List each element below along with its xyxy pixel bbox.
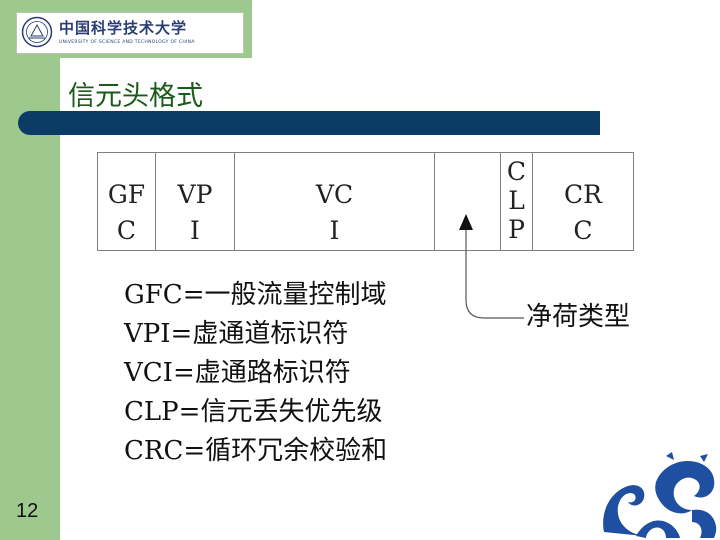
definition-item: CLP=信元丢失优先级 (124, 397, 383, 427)
definition-item: VCI=虚通路标识符 (124, 358, 351, 388)
field-clp: C L P (501, 153, 533, 250)
field-payload-type (435, 153, 501, 250)
field-line: VC (315, 180, 354, 209)
title-underline-bar (18, 111, 600, 135)
field-line: CR (564, 180, 602, 209)
field-line: L (508, 186, 525, 215)
cell-header-diagram: GF C VP I VC I C L P CR C (97, 152, 634, 251)
definition-item: VPI=虚通道标识符 (124, 319, 349, 349)
university-name-cn: 中国科学技术大学 (59, 19, 188, 37)
field-line: C (506, 157, 527, 186)
page-number: 12 (16, 500, 39, 522)
field-line: C (573, 216, 593, 245)
field-vci: VC I (235, 153, 435, 250)
field-line: I (329, 216, 340, 245)
definition-list: GFC=一般流量控制域 VPI=虚通道标识符 VCI=虚通路标识符 CLP=信元… (124, 276, 387, 471)
field-vpi: VP I (156, 153, 235, 250)
definition-item: CRC=循环冗余校验和 (124, 436, 388, 466)
university-name-en: UNIVERSITY OF SCIENCE AND TECHNOLOGY OF … (59, 40, 195, 45)
field-line: GF (107, 180, 146, 209)
field-line: C (116, 216, 137, 245)
field-line: VP (177, 180, 213, 209)
field-line: I (190, 216, 200, 245)
payload-type-label: 净荷类型 (526, 302, 631, 332)
dragon-logo-icon (603, 452, 717, 538)
university-seal-icon (21, 16, 53, 48)
slide-title: 信元头格式 (68, 81, 203, 112)
university-logo: 中国科学技术大学 UNIVERSITY OF SCIENCE AND TECHN… (16, 12, 244, 54)
field-crc: CR C (533, 153, 633, 250)
definition-item: GFC=一般流量控制域 (124, 280, 387, 310)
field-line: P (508, 215, 525, 244)
left-sidebar (0, 0, 60, 540)
field-gfc: GF C (98, 153, 156, 250)
